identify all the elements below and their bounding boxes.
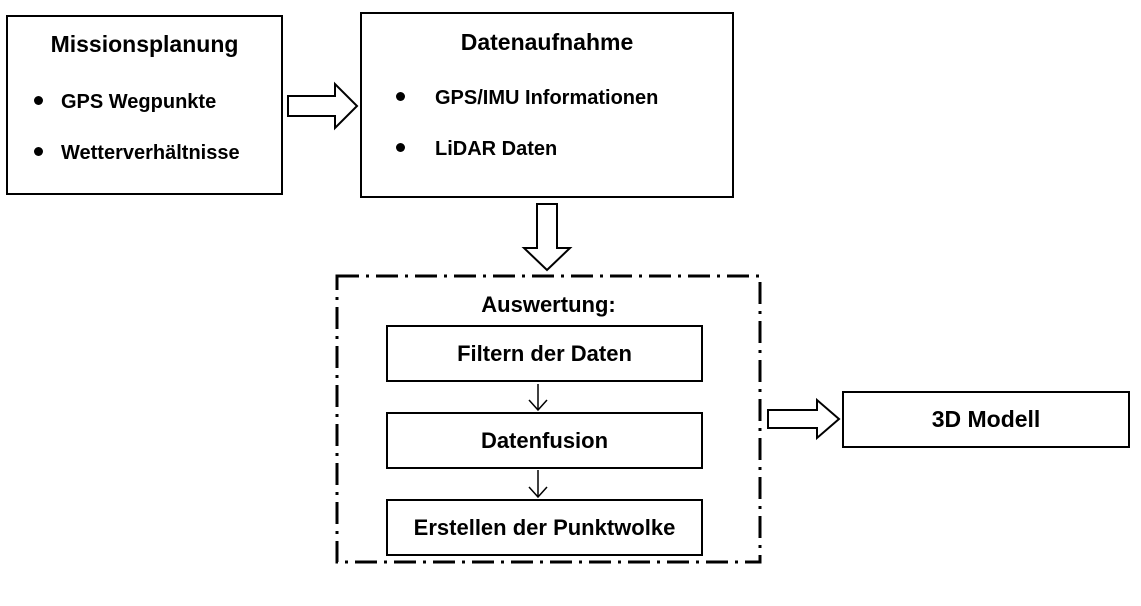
arrow-right-icon [287,81,359,131]
bullet-icon [396,92,405,102]
mission-item-label: Wetterverhältnisse [61,142,240,164]
bullet-icon [396,143,405,153]
evaluation-title: Auswertung: [481,292,616,317]
mission-item-weather: Wetterverhältnisse [34,142,240,165]
output-3d-model-box: 3D Modell [842,391,1130,448]
mission-item-gps: GPS Wegpunkte [34,91,216,114]
step-filter: Filtern der Daten [386,325,703,382]
mission-item-label: GPS Wegpunkte [61,91,217,113]
data-acquisition-title: Datenaufnahme [460,29,634,55]
step-fusion: Datenfusion [386,412,703,469]
data-acquisition-box: Datenaufnahme GPS/IMU Informationen LiDA… [360,12,734,198]
mission-planning-title: Missionsplanung [50,31,239,57]
step-pointcloud: Erstellen der Punktwolke [386,499,703,556]
acquisition-item-label: GPS/IMU Informationen [435,87,659,109]
acquisition-item-gps-imu: GPS/IMU Informationen [396,87,658,110]
bullet-icon [34,96,43,106]
bullet-icon [34,147,43,157]
acquisition-item-lidar: LiDAR Daten [396,138,557,161]
evaluation-container [335,274,762,564]
arrow-down-icon [521,203,573,272]
arrow-right-icon [767,397,841,441]
arrow-down-small-icon [528,470,548,499]
acquisition-item-label: LiDAR Daten [435,138,558,160]
mission-planning-box: Missionsplanung GPS Wegpunkte Wetterverh… [6,15,283,195]
arrow-down-small-icon [528,384,548,412]
